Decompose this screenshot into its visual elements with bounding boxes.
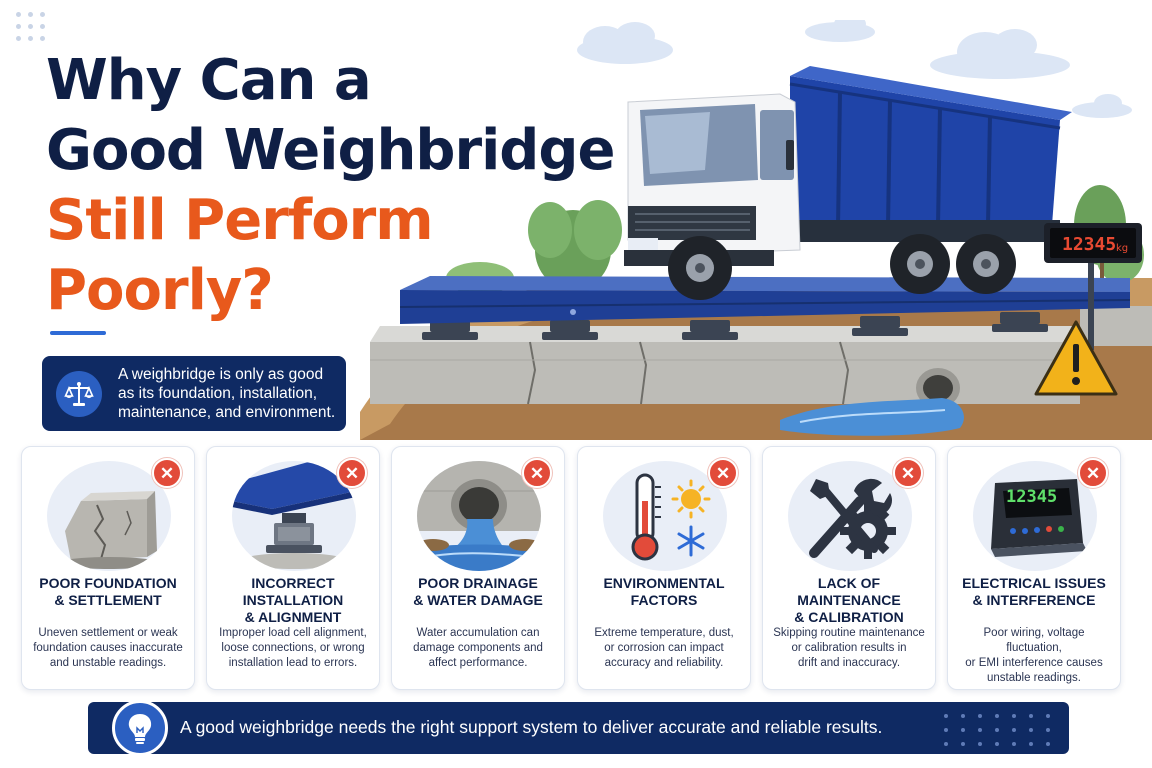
- wrench-gear-icon: [788, 461, 912, 571]
- card-description: Improper load cell alignment, loose conn…: [219, 627, 367, 669]
- x-mark-icon: ✕: [1078, 458, 1108, 488]
- card-description: Water accumulation can damage components…: [413, 627, 543, 669]
- x-mark-icon: ✕: [893, 458, 923, 488]
- drain-pipe-icon: [916, 368, 960, 408]
- wheel-icon: [668, 234, 1016, 300]
- weighbridge-illustration: 12345 kg: [360, 20, 1152, 440]
- digital-indicator-icon: [973, 461, 1097, 571]
- weight-display-icon: [1044, 223, 1142, 350]
- headline-line-3: Still Perform: [46, 188, 434, 253]
- decorative-dots: [16, 12, 45, 41]
- indicator-display-value: 12345: [1006, 487, 1058, 507]
- footer-text: A good weighbridge needs the right suppo…: [180, 717, 883, 737]
- card-incorrect-installation: ✕ INCORRECT INSTALLATION & ALIGNMENT Imp…: [206, 446, 380, 690]
- snowflake-icon: [677, 525, 705, 557]
- card-description: Uneven settlement or weak foundation cau…: [33, 627, 183, 669]
- card-title: POOR FOUNDATION & SETTLEMENT: [39, 575, 177, 608]
- headline-line-4: Poorly?: [46, 258, 274, 323]
- x-mark-icon: ✕: [152, 458, 182, 488]
- sun-icon: [671, 479, 711, 519]
- decorative-dots: [944, 714, 1051, 746]
- title-underline: [50, 331, 106, 335]
- intro-text: A weighbridge is only as good as its fou…: [118, 366, 336, 421]
- scale-display-unit: kg: [1116, 243, 1128, 254]
- intro-box: A weighbridge is only as good as its fou…: [42, 356, 346, 431]
- headline-line-2: Good Weighbridge: [46, 118, 615, 183]
- card-poor-foundation: ✕ POOR FOUNDATION & SETTLEMENT Uneven se…: [21, 446, 195, 690]
- x-mark-icon: ✕: [337, 458, 367, 488]
- load-cell-icon: [232, 461, 356, 571]
- card-description: Extreme temperature, dust, or corrosion …: [594, 627, 734, 669]
- warning-icon: [1034, 320, 1118, 396]
- card-description: Skipping routine maintenance or calibrat…: [773, 627, 925, 669]
- cracked-concrete-icon: [47, 461, 171, 571]
- card-title: LACK OF MAINTENANCE & CALIBRATION: [794, 575, 904, 625]
- card-poor-drainage: ✕ POOR DRAINAGE & WATER DAMAGE Water acc…: [391, 446, 565, 690]
- card-title: INCORRECT INSTALLATION & ALIGNMENT: [242, 575, 344, 625]
- scale-display-value: 12345: [1062, 234, 1116, 255]
- lightbulb-icon: [112, 700, 168, 756]
- card-description: Poor wiring, voltage fluctuation, or EMI…: [965, 627, 1103, 684]
- card-lack-of-maintenance: ✕ LACK OF MAINTENANCE & CALIBRATION Skip…: [762, 446, 936, 690]
- card-environmental-factors: ✕ ENVIRONMENTAL FACTORS Extreme temperat…: [577, 446, 751, 690]
- card-title: ENVIRONMENTAL FACTORS: [603, 575, 725, 608]
- card-title: POOR DRAINAGE & WATER DAMAGE: [413, 575, 543, 608]
- scales-icon: [56, 370, 102, 417]
- thermometer-sun-snow-icon: [603, 461, 727, 571]
- x-mark-icon: ✕: [708, 458, 738, 488]
- truck-illustration: [624, 66, 1072, 300]
- card-title: ELECTRICAL ISSUES & INTERFERENCE: [962, 575, 1106, 608]
- x-mark-icon: ✕: [522, 458, 552, 488]
- headline: Why Can a Good Weighbridge Still Perform…: [46, 46, 615, 326]
- cloud-icon: [577, 20, 1132, 118]
- headline-line-1: Why Can a: [46, 48, 372, 113]
- footer-banner: A good weighbridge needs the right suppo…: [88, 700, 1069, 756]
- card-electrical-issues: 12345 ✕ ELECTRICAL ISSUES & INTERFERENCE…: [947, 446, 1121, 690]
